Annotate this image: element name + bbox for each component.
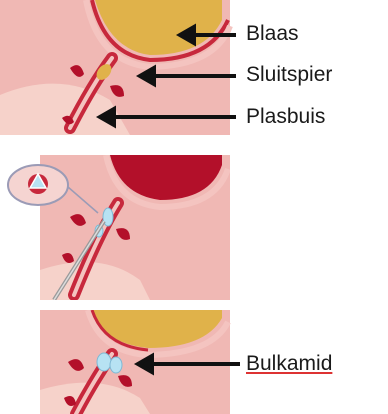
label-blaas: Blaas [246,23,299,45]
label-sluitspier: Sluitspier [246,64,332,86]
panel-result: Bulkamid [0,310,388,414]
label-bulkamid: Bulkamid [246,353,332,375]
bulkamid-deposit [97,353,111,371]
label-plasbuis: Plasbuis [246,106,325,128]
panel-anatomy: Blaas Sluitspier Plasbuis [0,0,388,135]
injection-illustration [0,155,230,300]
panel-injection [0,155,388,300]
